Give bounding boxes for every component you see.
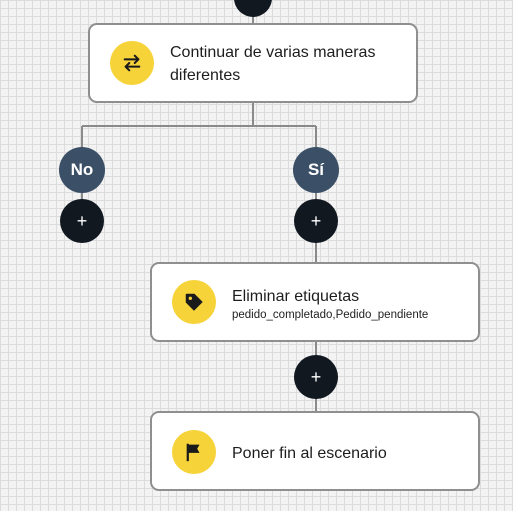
remove-tags-card[interactable]: Eliminar etiquetas pedido_completado,Ped…	[150, 262, 480, 342]
split-title-line2: diferentes	[170, 67, 241, 84]
swap-arrows-icon	[110, 41, 154, 85]
add-step-button-middle[interactable]: +	[294, 355, 338, 399]
previous-step-node[interactable]	[234, 0, 272, 17]
flag-icon	[172, 430, 216, 474]
split-title-line1: Continuar de varias maneras	[170, 44, 376, 61]
plus-icon: +	[76, 210, 88, 231]
end-scenario-title: Poner fin al escenario	[232, 445, 387, 462]
branch-yes-label[interactable]: Sí	[293, 147, 339, 193]
branch-no-text: No	[70, 160, 94, 179]
branch-no-label[interactable]: No	[59, 147, 105, 193]
tag-icon	[172, 280, 216, 324]
plus-icon: +	[310, 366, 322, 387]
branch-yes-text: Sí	[307, 160, 325, 179]
add-step-button-yes[interactable]: +	[294, 199, 338, 243]
remove-tags-title: Eliminar etiquetas	[232, 288, 360, 305]
remove-tags-subtitle: pedido_completado,Pedido_pendiente	[232, 309, 429, 321]
add-step-button-no[interactable]: +	[60, 199, 104, 243]
split-paths-card[interactable]: Continuar de varias maneras diferentes	[88, 23, 418, 103]
plus-icon: +	[310, 210, 322, 231]
end-scenario-card[interactable]: Poner fin al escenario	[150, 411, 480, 491]
